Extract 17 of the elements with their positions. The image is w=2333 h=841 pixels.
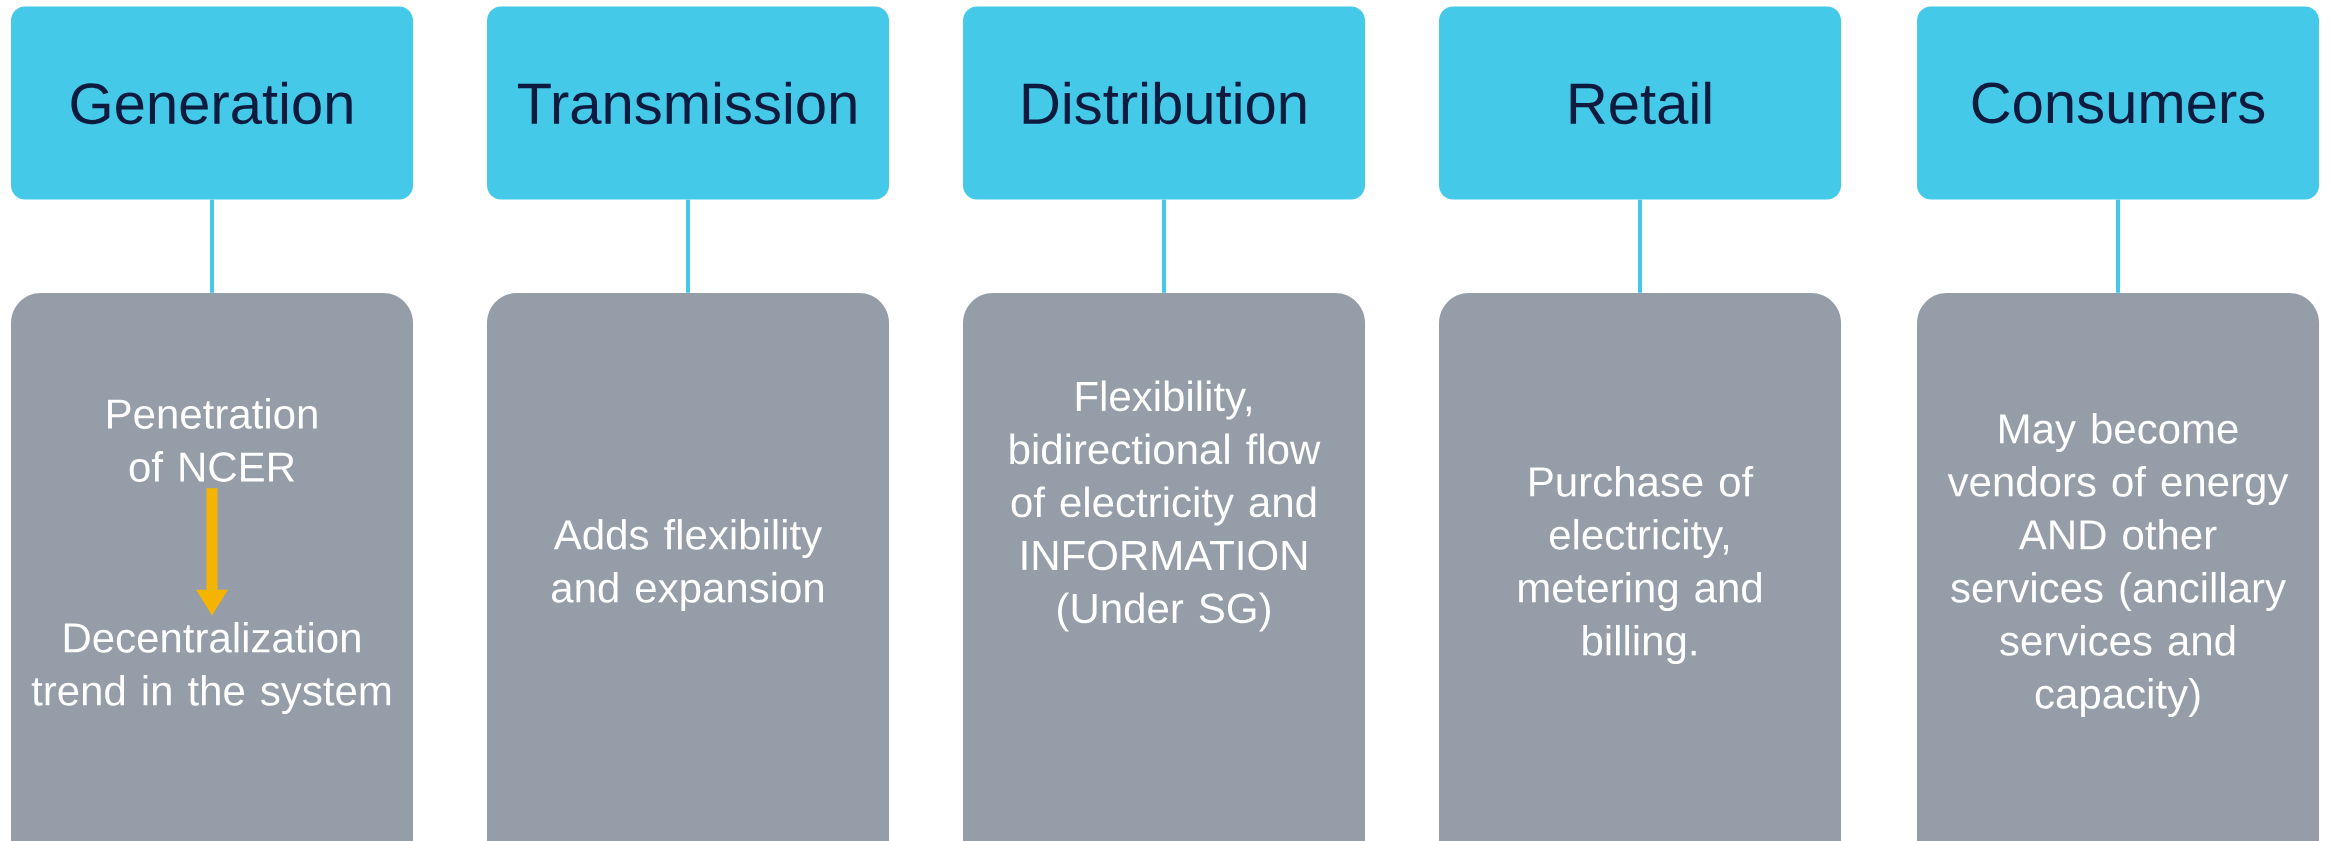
body-text: Decentralization trend in the system	[31, 621, 391, 715]
connector-line	[1162, 199, 1166, 293]
connector-line	[1638, 199, 1642, 293]
connector-line	[210, 199, 214, 293]
content-box: Purchase of electricity, metering and billing.	[1439, 293, 1841, 841]
content-box: Flexibility, bidirectional flow of electricity and INFORMATION (Under SG)	[963, 293, 1365, 841]
body-text: Penetration of NCER	[108, 398, 317, 482]
header-box: Consumers	[1917, 6, 2320, 200]
header-box: Retail	[1439, 6, 1841, 200]
connector-line	[686, 199, 690, 293]
header-box: Generation	[11, 6, 413, 200]
header-box: Transmission	[487, 6, 889, 200]
connector-line	[2116, 199, 2121, 293]
content-box	[11, 293, 413, 841]
header-box: Distribution	[963, 6, 1365, 200]
content-box: May become vendors of energy AND other services (ancillary services and capacity)	[1917, 293, 2320, 841]
content-box: Adds flexibility and expansion	[487, 293, 889, 841]
